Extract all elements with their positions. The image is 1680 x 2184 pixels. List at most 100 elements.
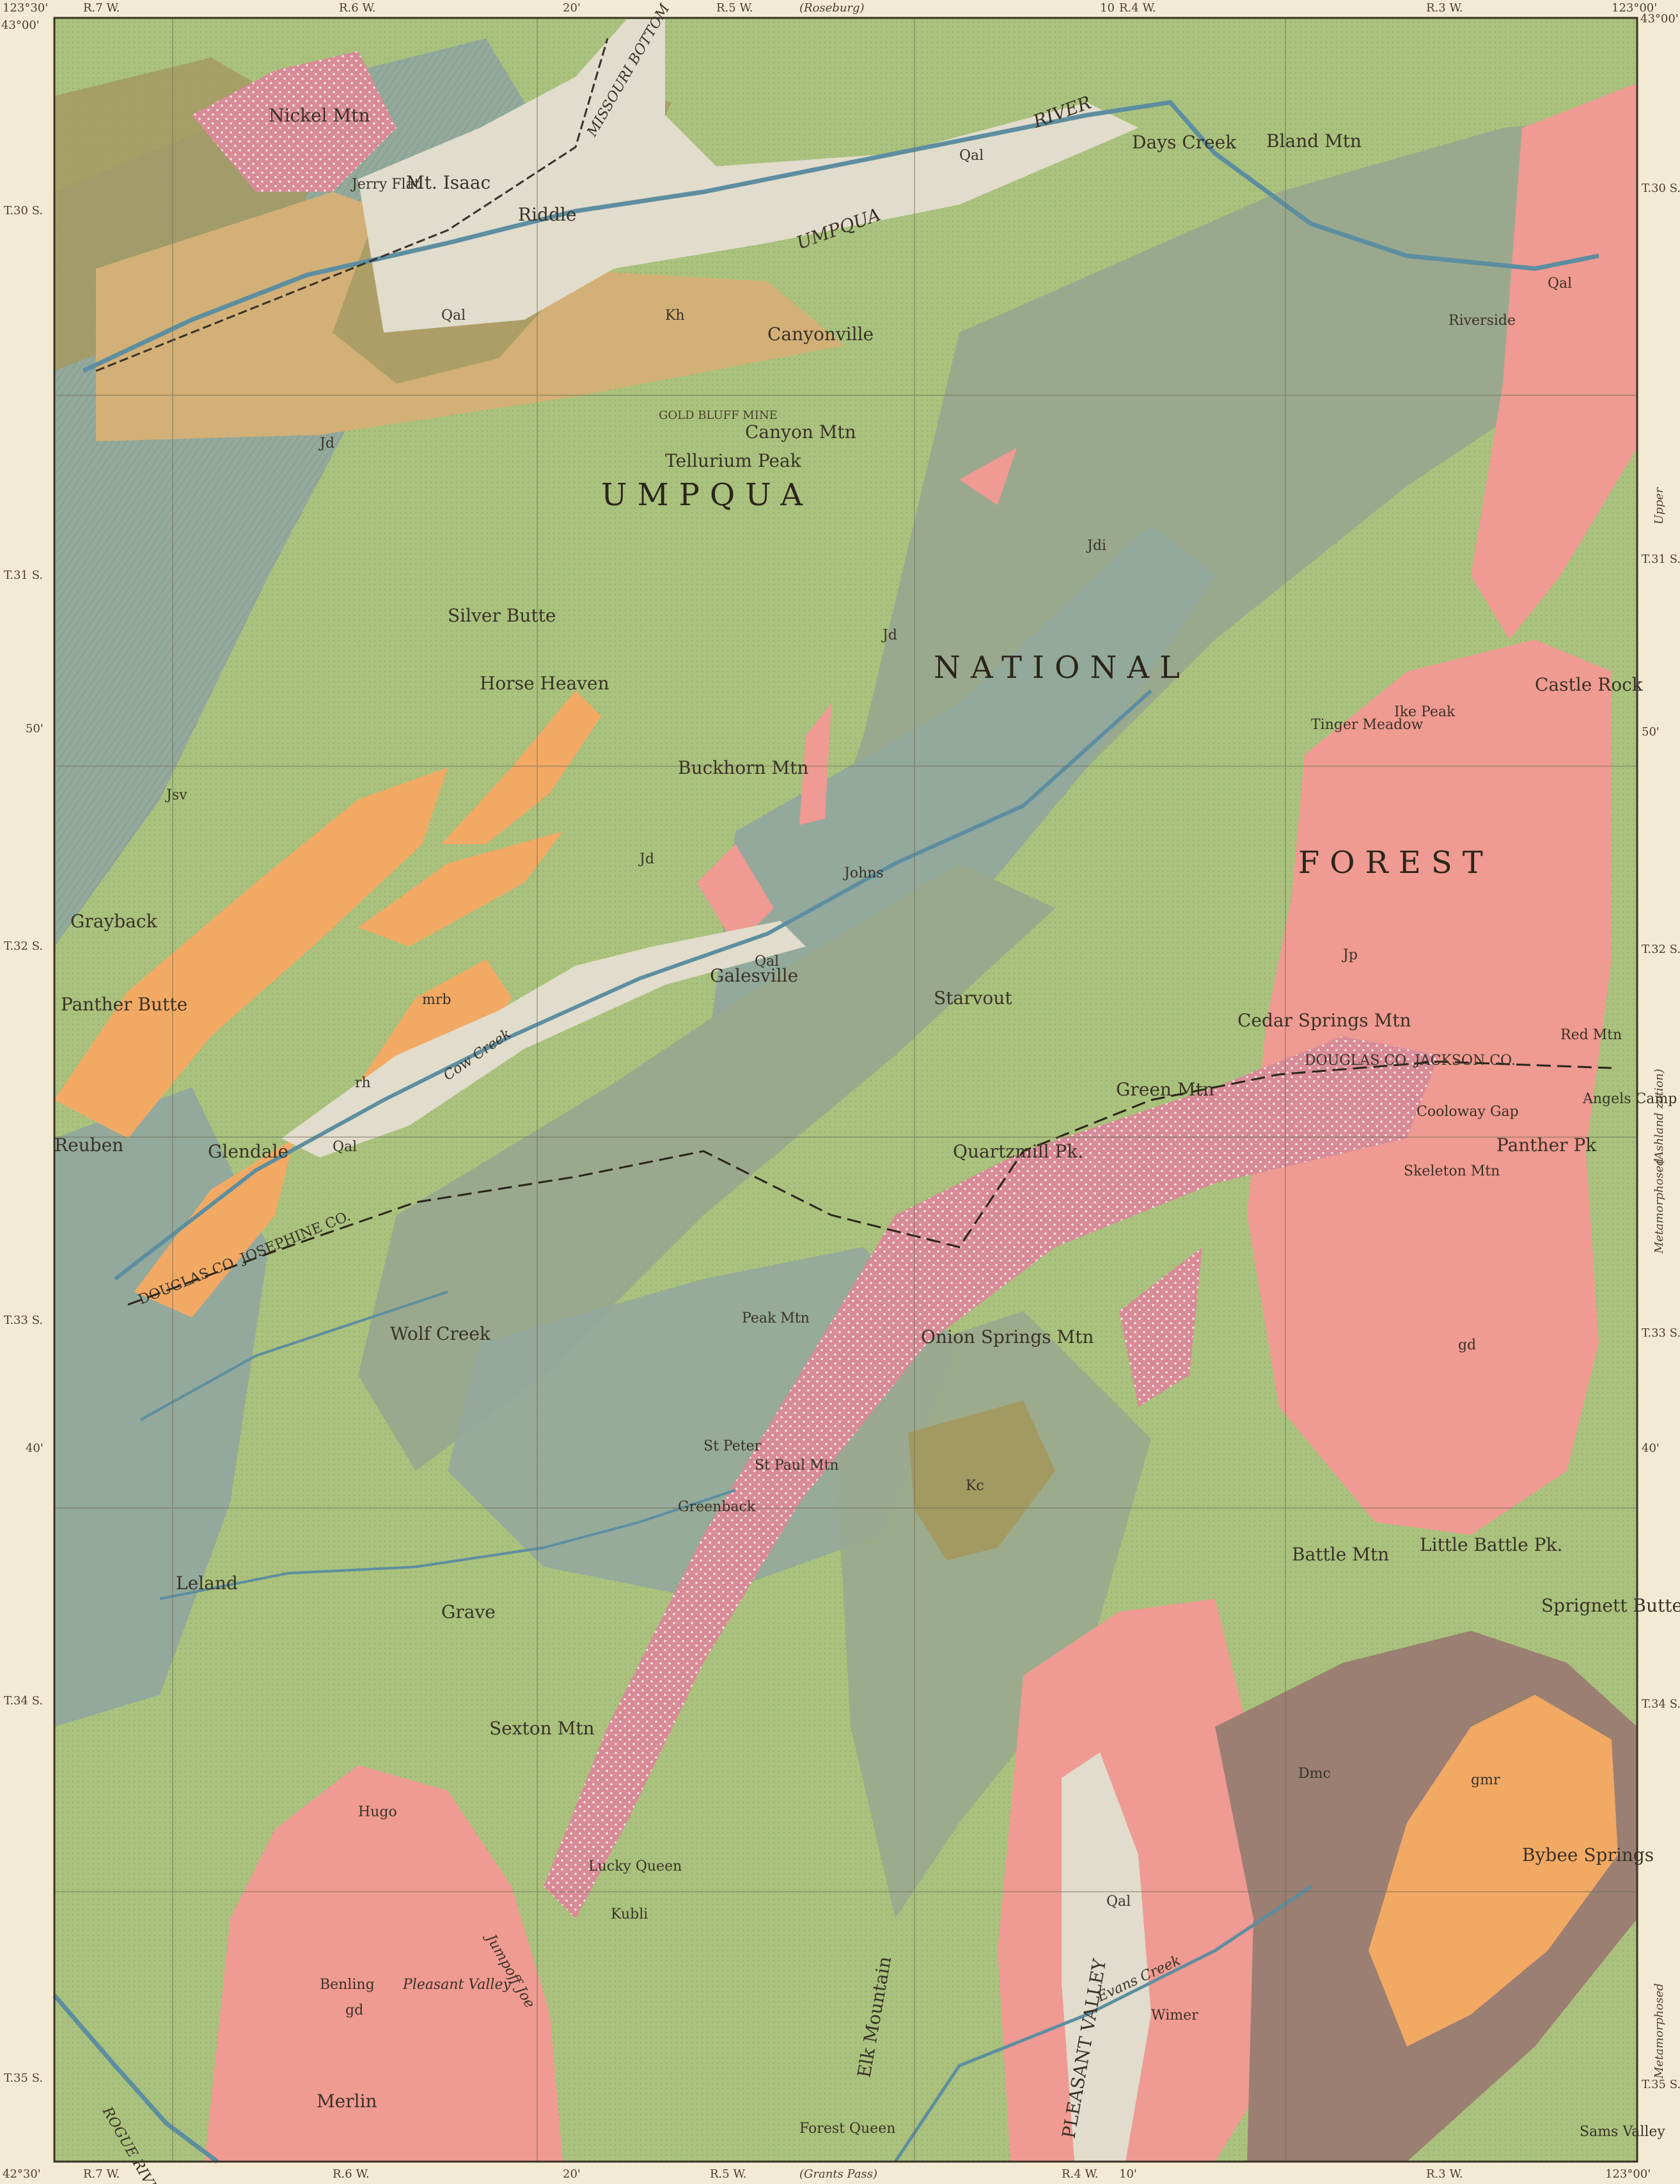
place-pleasant-valley: Pleasant Valley <box>402 1977 511 1993</box>
place-johns: Johns <box>843 865 884 881</box>
place-angels-camp: Angels Camp <box>1582 1091 1677 1107</box>
unit-orange-w4 <box>358 831 563 947</box>
edge-bottom-6: R.4 W. <box>1062 2167 1099 2181</box>
unit-qal-5: Qal <box>1106 1894 1131 1910</box>
place-buckhorn-mtn: Buckhorn Mtn <box>678 757 808 778</box>
unit-pink-small3 <box>799 703 831 825</box>
place-gold-bluff-mine: GOLD BLUFF MINE <box>659 409 778 422</box>
unit-gd-1: gd <box>1458 1337 1476 1353</box>
dots-mid <box>1119 1247 1202 1407</box>
edge-top-5: (Roseburg) <box>799 1 865 15</box>
place-merlin: Merlin <box>317 2091 377 2112</box>
place-skeleton-mtn: Skeleton Mtn <box>1404 1163 1500 1179</box>
place-cedar-springs-mtn: Cedar Springs Mtn <box>1237 1010 1411 1031</box>
evans-creek <box>893 1885 1312 2163</box>
place-wimer: Wimer <box>1151 2007 1198 2023</box>
place-sams-valley: Sams Valley <box>1580 2124 1665 2140</box>
edge-bottom-5: (Grants Pass) <box>799 2167 877 2181</box>
place-st-peter: St Peter <box>703 1438 762 1454</box>
unit-qal-6: Qal <box>1548 276 1572 292</box>
place-glendale: Glendale <box>208 1141 288 1162</box>
unit-qal-1: Qal <box>959 148 984 164</box>
place-peak-mtn: Peak Mtn <box>742 1310 810 1326</box>
place-wolf-creek: Wolf Creek <box>390 1323 491 1344</box>
unit-orange-w1 <box>54 767 448 1138</box>
south-umpqua-river <box>82 100 1599 373</box>
edge-right-7: T.34 S. <box>1642 1697 1680 1711</box>
place-forest-queen: Forest Queen <box>799 2121 895 2137</box>
place-bybee-springs: Bybee Springs <box>1522 1844 1654 1866</box>
edge-right-labels: 43°00' T.30 S. T.31 S. 50' T.32 S. T.33 … <box>1640 12 1680 2091</box>
label-national: NATIONAL <box>934 650 1190 686</box>
place-riverside: Riverside <box>1448 313 1516 329</box>
edge-top-labels: 123°30' R.7 W. R.6 W. 20' R.5 W. (Rosebu… <box>3 1 1657 15</box>
neatline <box>53 17 1638 2163</box>
edge-bottom-9: 123°00' <box>1605 2167 1651 2181</box>
place-kubli: Kubli <box>611 1906 648 1922</box>
unit-qal-3: Qal <box>755 954 779 970</box>
edge-left-2: T.31 S. <box>4 569 43 582</box>
unit-qal-4: Qal <box>333 1139 357 1155</box>
unit-gd-2: gd <box>345 2002 363 2018</box>
place-galesville: Galesville <box>710 965 798 986</box>
edge-top-6: 10 <box>1100 1 1115 15</box>
unit-pink-ne <box>1471 83 1637 640</box>
railroad <box>95 38 609 372</box>
unit-jd-1: Jd <box>881 627 897 643</box>
place-horse-heaven: Horse Heaven <box>480 673 609 694</box>
unit-olive-center <box>908 1401 1055 1560</box>
edge-right-3: 50' <box>1642 725 1660 739</box>
margin-metamorphosed-2: Metamorphosed <box>1653 1983 1666 2079</box>
place-reuben: Reuben <box>54 1135 123 1156</box>
grave-creek <box>159 1489 736 1600</box>
place-mt-isaac: Mt. Isaac <box>406 172 491 193</box>
place-red-mtn: Red Mtn <box>1560 1027 1622 1043</box>
place-grayback: Grayback <box>70 911 158 932</box>
place-hugo: Hugo <box>358 1804 397 1820</box>
place-quartzmill-pk: Quartzmill Pk. <box>953 1141 1083 1162</box>
label-umpqua: UMPQUA <box>601 477 813 513</box>
edge-top-8: R.3 W. <box>1426 1 1463 15</box>
place-jerry-flat: Jerry Flat <box>350 177 420 192</box>
unit-dmc-1: Dmc <box>1298 1766 1331 1782</box>
unit-greygreen-diag <box>358 863 1055 1471</box>
county-boundary <box>127 1060 1612 1306</box>
dots-belt <box>544 1036 1439 1919</box>
unit-jsv-1: Jsv <box>165 787 187 803</box>
place-cooloway-gap: Cooloway Gap <box>1417 1104 1519 1120</box>
unit-pink-sw <box>205 1765 563 2162</box>
edge-bottom-0: 42°30' <box>3 2167 41 2181</box>
edge-bottom-8: R.3 W. <box>1426 2167 1463 2181</box>
edge-left-5: T.33 S. <box>4 1314 43 1327</box>
edge-right-6: 40' <box>1642 1442 1660 1455</box>
unit-orange-w2 <box>134 1138 294 1317</box>
place-grave: Grave <box>441 1601 496 1622</box>
place-lucky-queen: Lucky Queen <box>588 1858 682 1874</box>
unit-pink-east <box>1247 640 1612 1535</box>
place-bland-mtn: Bland Mtn <box>1266 130 1362 152</box>
place-tinger-meadow: Tinger Meadow <box>1311 717 1423 733</box>
unit-jd-2: Jd <box>318 436 334 452</box>
edge-top-4: R.5 W. <box>716 1 753 15</box>
place-sprignett-butte: Sprignett Butte <box>1541 1595 1680 1616</box>
rogue-river <box>52 1993 219 2164</box>
edge-top-7: R.4 W. <box>1119 1 1156 15</box>
edge-right-5: T.33 S. <box>1642 1326 1680 1340</box>
edge-bottom-7: 10' <box>1119 2167 1137 2181</box>
unit-alluvium-umpqua <box>358 19 1138 333</box>
edge-right-0: 43°00' <box>1640 12 1679 26</box>
cow-creek <box>114 689 1153 1281</box>
edge-left-4: T.32 S. <box>4 939 43 953</box>
dots-nw <box>192 51 396 192</box>
unit-alluvium-cow <box>281 921 806 1158</box>
edge-bottom-labels: 42°30' R.7 W. R.6 W. 20' R.5 W. (Grants … <box>3 2167 1651 2181</box>
place-battle-mtn: Battle Mtn <box>1292 1544 1389 1565</box>
edge-right-4: T.32 S. <box>1642 943 1680 956</box>
place-sexton-mtn: Sexton Mtn <box>489 1718 595 1739</box>
edge-left-7: T.34 S. <box>4 1694 43 1708</box>
place-green-mtn: Green Mtn <box>1116 1079 1214 1100</box>
unit-qal-2: Qal <box>441 308 466 324</box>
place-leland: Leland <box>176 1573 238 1594</box>
unit-gmr-1: gmr <box>1471 1772 1500 1788</box>
